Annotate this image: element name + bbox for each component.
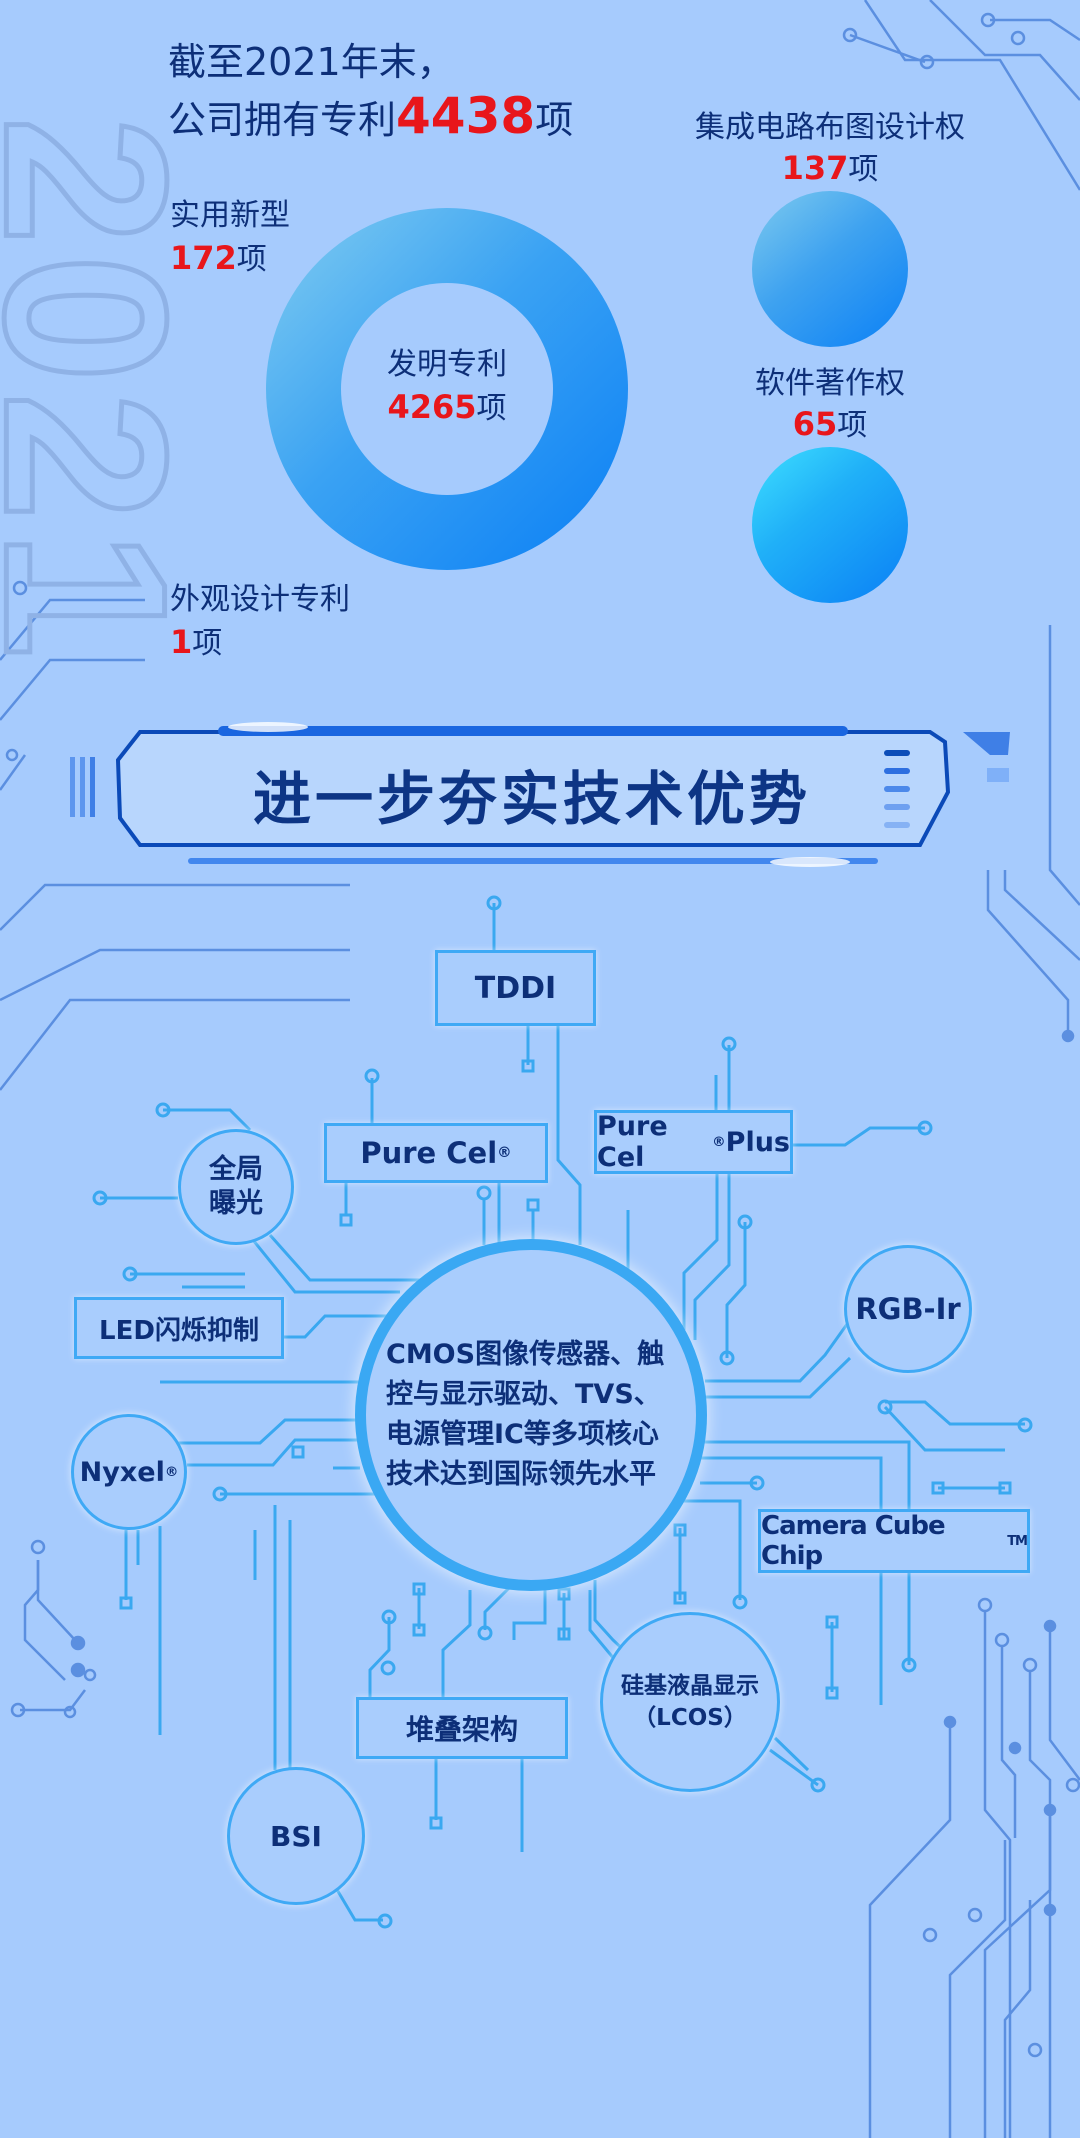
unit: 项 bbox=[535, 98, 574, 142]
left-traces bbox=[0, 580, 350, 1719]
tech-led-flicker: LED闪烁抑制 bbox=[74, 1297, 284, 1359]
utility-count: 172项 bbox=[170, 239, 267, 277]
core-technology-hub: CMOS图像传感器、触控与显示驱动、TVS、电源管理IC等多项核心技术达到国际领… bbox=[355, 1239, 707, 1591]
hub-traces bbox=[92, 895, 1033, 1929]
ic-layout-label: 集成电路布图设计权 bbox=[695, 110, 965, 145]
invention-label: 发明专利 bbox=[387, 347, 507, 382]
tech-pure-cel-plus: Pure Cel®Plus bbox=[594, 1110, 793, 1174]
section-banner-frame bbox=[70, 722, 1010, 867]
tech-bsi: BSI bbox=[227, 1767, 365, 1905]
total-patents: 4438 bbox=[396, 87, 536, 145]
software-ball bbox=[752, 447, 908, 603]
software-count: 65项 bbox=[792, 405, 868, 443]
tech-stacked: 堆叠架构 bbox=[356, 1697, 568, 1759]
invention-donut bbox=[266, 208, 628, 570]
design-count: 1项 bbox=[170, 623, 223, 661]
ic-layout-count: 137项 bbox=[781, 149, 879, 187]
right-traces bbox=[868, 625, 1080, 2138]
utility-label: 实用新型 bbox=[170, 198, 290, 233]
hub-text: CMOS图像传感器、触控与显示驱动、TVS、电源管理IC等多项核心技术达到国际领… bbox=[386, 1339, 665, 1490]
ic-layout-ball bbox=[752, 191, 908, 347]
software-label: 软件著作权 bbox=[755, 366, 905, 401]
tech-nyxel: Nyxel® bbox=[71, 1414, 187, 1530]
top-right-traces bbox=[842, 0, 1080, 191]
tech-rgb-ir: RGB-Ir bbox=[844, 1245, 972, 1373]
tech-global-shutter: 全局曝光 bbox=[178, 1129, 294, 1245]
design-label: 外观设计专利 bbox=[170, 582, 350, 617]
tech-tddi: TDDI bbox=[435, 950, 596, 1026]
summary-line2: 公司拥有专利4438项 bbox=[168, 88, 573, 148]
summary-prefix: 公司拥有专利 bbox=[168, 98, 397, 142]
tech-pure-cel: Pure Cel® bbox=[324, 1123, 548, 1183]
summary-line1: 截至2021年末， bbox=[168, 40, 455, 84]
section-title: 进一步夯实技术优势 bbox=[252, 765, 811, 833]
invention-count: 4265项 bbox=[387, 388, 507, 426]
tech-lcos: 硅基液晶显示（LCOS） bbox=[600, 1612, 780, 1792]
